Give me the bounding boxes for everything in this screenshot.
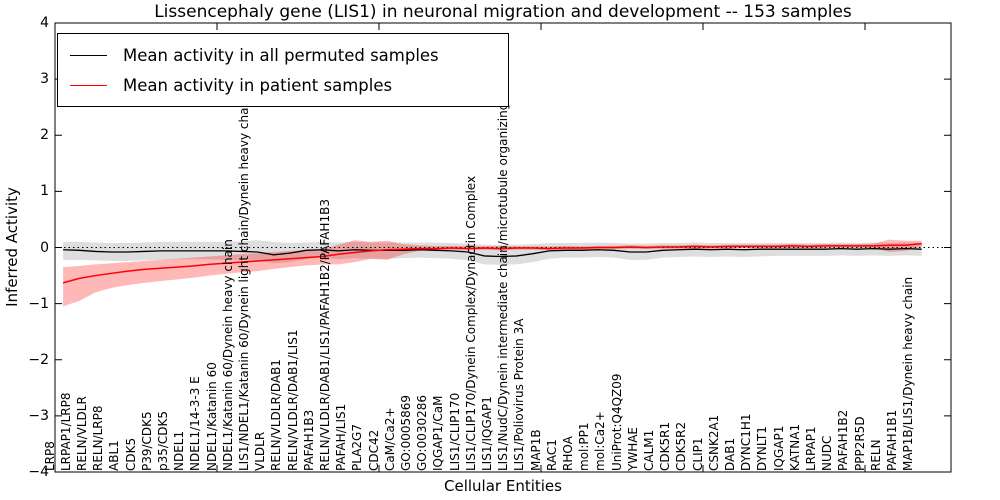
y-tick-label: −2 bbox=[28, 351, 49, 368]
y-axis-title: Inferred Activity bbox=[3, 187, 21, 307]
x-axis-title: Cellular Entities bbox=[444, 477, 562, 495]
patient-line bbox=[62, 242, 922, 284]
y-tick-label: 2 bbox=[40, 127, 49, 144]
patient-band bbox=[63, 239, 922, 307]
permuted-line bbox=[63, 247, 922, 258]
legend-label-patient: Mean activity in patient samples bbox=[123, 75, 393, 95]
chart-title: Lissencephaly gene (LIS1) in neuronal mi… bbox=[154, 2, 852, 22]
y-tick-label: −4 bbox=[28, 464, 49, 480]
y-tick-label: −3 bbox=[28, 407, 49, 424]
y-tick-label: 1 bbox=[40, 183, 49, 200]
legend: Mean activity in all permuted samples Me… bbox=[57, 33, 509, 107]
y-tick-label: −1 bbox=[28, 295, 49, 312]
legend-line-patient-icon bbox=[70, 84, 107, 86]
y-tick-label: 3 bbox=[40, 71, 49, 88]
legend-entry: Mean activity in patient samples bbox=[70, 70, 496, 100]
legend-entry: Mean activity in all permuted samples bbox=[70, 40, 496, 70]
y-tick-label: 4 bbox=[40, 15, 49, 31]
y-tick-label: 0 bbox=[40, 239, 49, 256]
legend-line-permuted-icon bbox=[70, 54, 107, 56]
legend-label-permuted: Mean activity in all permuted samples bbox=[123, 45, 439, 65]
